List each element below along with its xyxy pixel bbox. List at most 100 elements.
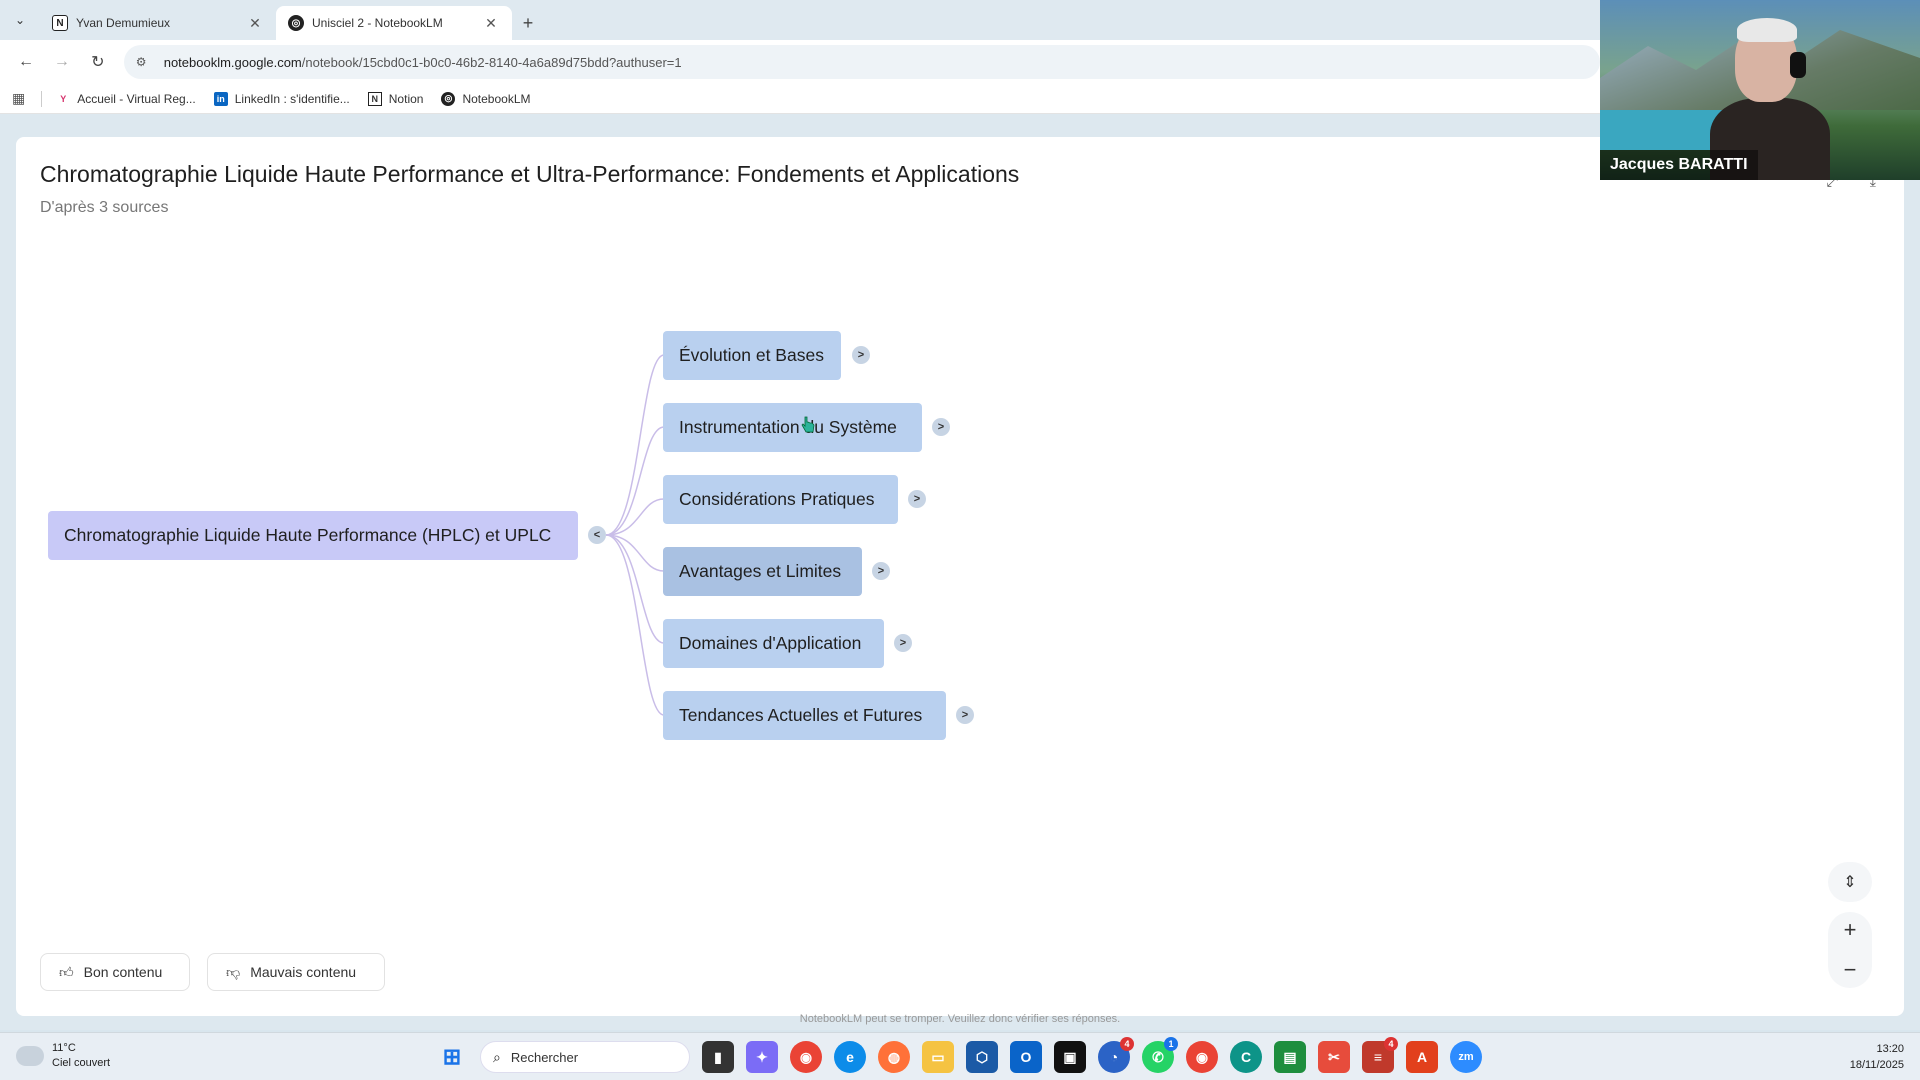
taskbar-search[interactable]: ⌕ Rechercher (480, 1041, 690, 1073)
outlook-icon[interactable]: O (1010, 1041, 1042, 1073)
mindmap-node[interactable]: Considérations Pratiques (663, 475, 898, 524)
url-host: notebooklm.google.com (163, 54, 302, 70)
system-clock[interactable]: 13:20 18/11/2025 (1850, 1041, 1904, 1073)
expand-toggle[interactable]: > (894, 634, 912, 652)
headset-icon (1790, 52, 1806, 78)
bookmark-notebooklm[interactable]: ◎ NotebookLM (441, 91, 531, 106)
mindmap-node[interactable]: Tendances Actuelles et Futures (663, 691, 946, 740)
zoom-icon[interactable]: zm (1450, 1041, 1482, 1073)
mindmap-node[interactable]: Avantages et Limites (663, 547, 862, 596)
weather-condition: Ciel couvert (52, 1057, 111, 1069)
address-bar[interactable]: ⚙ notebooklm.google.com/notebook/15cbd0c… (123, 45, 1600, 79)
expand-toggle[interactable]: > (956, 706, 974, 724)
edge-icon[interactable]: e (834, 1041, 866, 1073)
task-view-icon[interactable]: ▮ (702, 1041, 734, 1073)
notification-badge: 4 (1120, 1037, 1134, 1051)
back-button[interactable]: ← (17, 53, 34, 70)
app-hex-icon[interactable]: ⬡ (966, 1041, 998, 1073)
bookmark-label: NotebookLM (462, 91, 531, 106)
tab-notion[interactable]: N Yvan Demumieux ✕ (40, 6, 276, 40)
close-icon[interactable]: ✕ (249, 14, 261, 31)
sheets-icon[interactable]: ▤ (1274, 1041, 1306, 1073)
expand-toggle[interactable]: > (852, 346, 870, 364)
zoom-controls: + − (1828, 912, 1872, 988)
fit-view-button[interactable]: ⇕ (1828, 862, 1872, 902)
fullscreen-icon[interactable]: ⤢ (1826, 173, 1838, 189)
zoom-out-button[interactable]: − (1843, 957, 1857, 982)
mindmap-dialog: Chromatographie Liquide Haute Performanc… (16, 137, 1904, 1016)
app-stack-icon[interactable]: ≡4 (1362, 1037, 1398, 1073)
cloud-icon (16, 1046, 44, 1066)
mindmap-node[interactable]: Instrumentation du Système (663, 403, 922, 452)
disclaimer-text: NotebookLM peut se tromper. Veuillez don… (799, 1013, 1121, 1025)
hand-cursor-icon (801, 416, 815, 433)
expand-toggle[interactable]: > (872, 562, 890, 580)
mindmap-root-node[interactable]: Chromatographie Liquide Haute Performanc… (48, 511, 578, 560)
linkedin-icon: in (213, 91, 228, 106)
windows-taskbar: 11°C Ciel couvert ⊞ ⌕ Rechercher ▮ ✦ ◉ e… (0, 1032, 1920, 1080)
button-label: Mauvais contenu (250, 964, 357, 980)
expand-toggle[interactable]: > (932, 418, 950, 436)
node-label: Avantages et Limites (679, 561, 842, 581)
bookmark-label: Accueil - Virtual Reg... (77, 91, 196, 106)
url-path: /notebook/15cbd0c1-b0c0-46b2-8140-4a6a89… (301, 54, 682, 70)
notion-icon: N (367, 91, 382, 106)
search-placeholder: Rechercher (510, 1049, 579, 1065)
bad-content-button[interactable]: 👎︎ Mauvais contenu (207, 953, 385, 991)
thumbs-down-icon: 👎︎ (226, 963, 241, 980)
download-icon[interactable]: ⤓ (1869, 173, 1876, 189)
expand-toggle[interactable]: > (908, 490, 926, 508)
messenger-icon[interactable]: ◔4 (1098, 1037, 1134, 1073)
tab-title: Yvan Demumieux (76, 16, 171, 30)
close-icon[interactable]: ✕ (485, 14, 497, 31)
bookmark-linkedin[interactable]: in LinkedIn : s'identifie... (213, 91, 350, 106)
good-content-button[interactable]: 👍︎ Bon contenu (40, 953, 190, 991)
chrome-icon[interactable]: ◉ (790, 1041, 822, 1073)
copilot-icon[interactable]: ✦ (746, 1041, 778, 1073)
yummy-icon: Y (60, 93, 67, 104)
node-label: Évolution et Bases (679, 345, 824, 365)
button-label: Bon contenu (83, 964, 163, 980)
windows-start-icon[interactable]: ⊞ (442, 1044, 462, 1069)
date: 18/11/2025 (1849, 1059, 1904, 1071)
mindmap-node[interactable]: Domaines d'Application (663, 619, 884, 668)
whatsapp-icon[interactable]: ✆1 (1142, 1037, 1178, 1073)
bookmarks-bar: ▦ Y Accueil - Virtual Reg... in LinkedIn… (0, 84, 1600, 114)
temperature: 11°C (52, 1042, 76, 1054)
zoom-in-button[interactable]: + (1843, 917, 1857, 942)
file-explorer-icon[interactable]: ▭ (922, 1041, 954, 1073)
notebooklm-icon: ◎ (288, 15, 304, 31)
collapse-toggle[interactable]: < (588, 526, 606, 544)
pdf-reader-icon[interactable]: A (1406, 1041, 1438, 1073)
reload-button[interactable]: ↻ (91, 54, 105, 71)
site-info-icon[interactable]: ⚙ (135, 55, 147, 69)
terminal-app-icon[interactable]: ▣ (1054, 1041, 1086, 1073)
dialog-actions: ⤢ ⤓ (1827, 173, 1876, 190)
bookmark-accueil[interactable]: Y Accueil - Virtual Reg... (56, 92, 196, 106)
weather-widget[interactable]: 11°C Ciel couvert (16, 1041, 110, 1071)
expand-collapse-icon: ⇕ (1843, 874, 1857, 891)
tab-notebooklm[interactable]: ◎ Unisciel 2 - NotebookLM ✕ (276, 6, 512, 40)
snipping-tool-icon[interactable]: ✂ (1318, 1041, 1350, 1073)
video-call-overlay[interactable]: Jacques BARATTI (1600, 0, 1920, 180)
apps-grid-icon[interactable]: ▦ (12, 90, 26, 106)
notebooklm-icon: ◎ (441, 91, 456, 106)
firefox-icon[interactable]: ◍ (878, 1041, 910, 1073)
thumbs-up-icon: 👍︎ (59, 963, 74, 980)
forward-button[interactable]: → (53, 53, 70, 70)
node-label: Chromatographie Liquide Haute Performanc… (64, 525, 552, 545)
node-label: Domaines d'Application (679, 633, 862, 653)
new-tab-button[interactable]: + (522, 12, 534, 33)
notification-badge: 1 (1164, 1037, 1178, 1051)
bookmark-notion[interactable]: N Notion (367, 91, 423, 106)
app-c-icon[interactable]: C (1230, 1041, 1262, 1073)
chrome-active-icon[interactable]: ◉ (1186, 1041, 1218, 1073)
time: 13:20 (1876, 1043, 1904, 1055)
tab-bar: ⌄ N Yvan Demumieux ✕ ◎ Unisciel 2 - Note… (0, 0, 1600, 40)
participant-name: Jacques BARATTI (1600, 150, 1758, 180)
notion-icon: N (52, 15, 68, 31)
mindmap-node[interactable]: Évolution et Bases (663, 331, 841, 380)
tab-search-dropdown-icon[interactable]: ⌄ (14, 13, 26, 27)
divider (41, 90, 43, 107)
sources-count: D'après 3 sources (40, 199, 169, 216)
